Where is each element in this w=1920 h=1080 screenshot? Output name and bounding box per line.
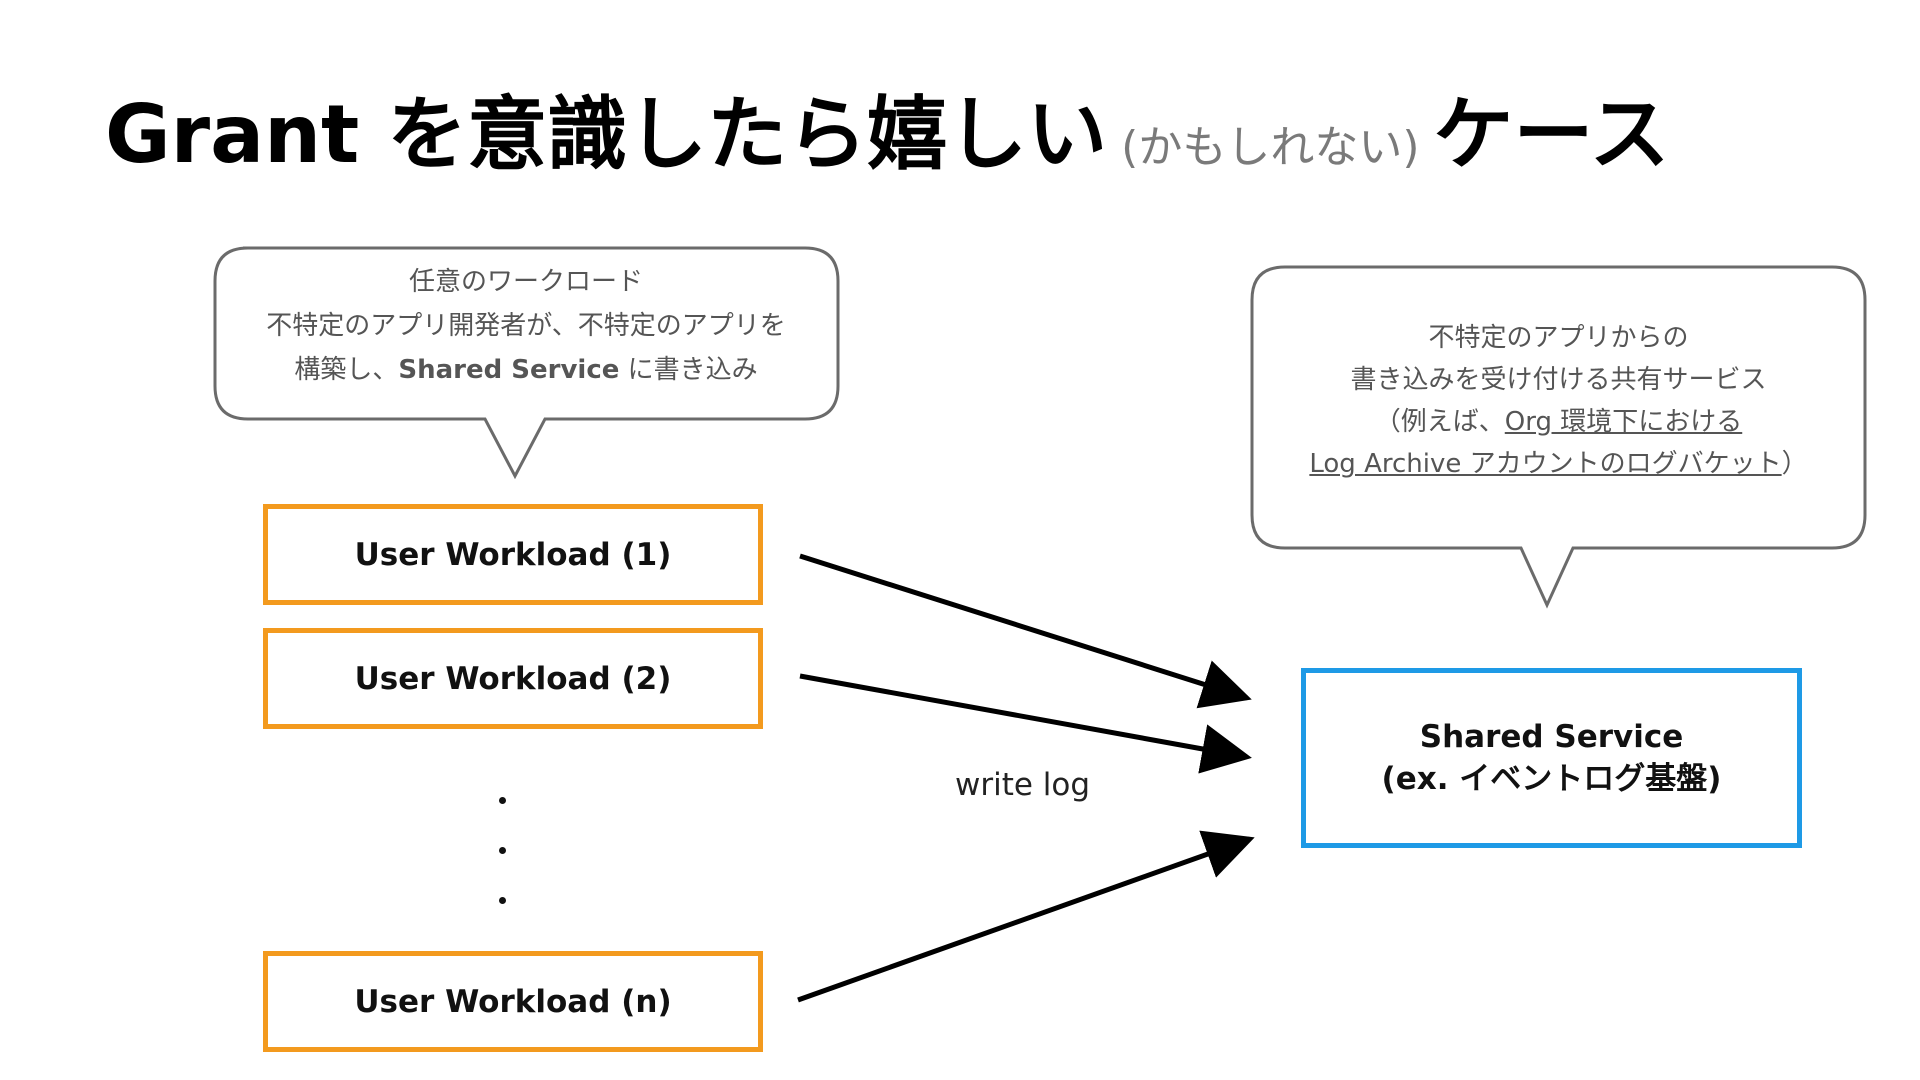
- callout-right-bubble: [1250, 265, 1867, 609]
- callout-left-line1: 任意のワークロード: [408, 267, 643, 297]
- shared-service-box: Shared Service (ex. イベントログ基盤): [1301, 668, 1802, 848]
- shared-service-title: Shared Service: [1419, 719, 1684, 755]
- ellipsis-dot: [499, 897, 506, 904]
- org-environment-link[interactable]: Org 環境下における: [1504, 407, 1743, 437]
- callout-left-line2: 不特定のアプリ開発者が、不特定のアプリを: [266, 311, 786, 341]
- shared-service-example: (ex. イベントログ基盤): [1381, 761, 1722, 797]
- arrow-workload-2: [799, 673, 1252, 774]
- user-workload-n-label: User Workload (n): [354, 983, 672, 1020]
- ellipsis-dot: [499, 797, 506, 804]
- user-workload-2-box: User Workload (2): [263, 628, 763, 729]
- callout-right-line2: 書き込みを受け付ける共有サービス: [1350, 365, 1767, 395]
- callout-right-line4: Log Archive アカウントのログバケット）: [1309, 449, 1808, 479]
- shared-service-mention: Shared Service: [398, 355, 620, 385]
- page-title: Grant を意識したら嬉しい (かもしれない) ケース: [105, 80, 1670, 203]
- title-main: Grant を意識したら嬉しい: [105, 88, 1108, 181]
- log-archive-link[interactable]: Log Archive アカウントのログバケット: [1309, 449, 1782, 479]
- user-workload-2-label: User Workload (2): [354, 660, 672, 697]
- callout-left-text: 任意のワークロード 不特定のアプリ開発者が、不特定のアプリを 構築し、Share…: [220, 260, 832, 392]
- title-sub: (かもしれない): [1121, 122, 1420, 173]
- callout-left-bubble: [213, 246, 840, 480]
- write-log-label: write log: [955, 767, 1091, 803]
- title-tail: ケース: [1433, 88, 1670, 181]
- user-workload-1-box: User Workload (1): [263, 504, 763, 605]
- callout-right-line1: 不特定のアプリからの: [1428, 323, 1689, 353]
- user-workload-1-label: User Workload (1): [354, 536, 672, 573]
- callout-left-line3: 構築し、Shared Service に書き込み: [294, 355, 758, 385]
- arrow-workload-n: [797, 830, 1255, 1003]
- user-workload-n-box: User Workload (n): [263, 951, 763, 1052]
- ellipsis-dot: [499, 847, 506, 854]
- arrow-workload-1: [799, 553, 1252, 709]
- callout-right-line3: （例えば、Org 環境下における: [1374, 407, 1743, 437]
- callout-right-text: 不特定のアプリからの 書き込みを受け付ける共有サービス （例えば、Org 環境下…: [1257, 317, 1860, 485]
